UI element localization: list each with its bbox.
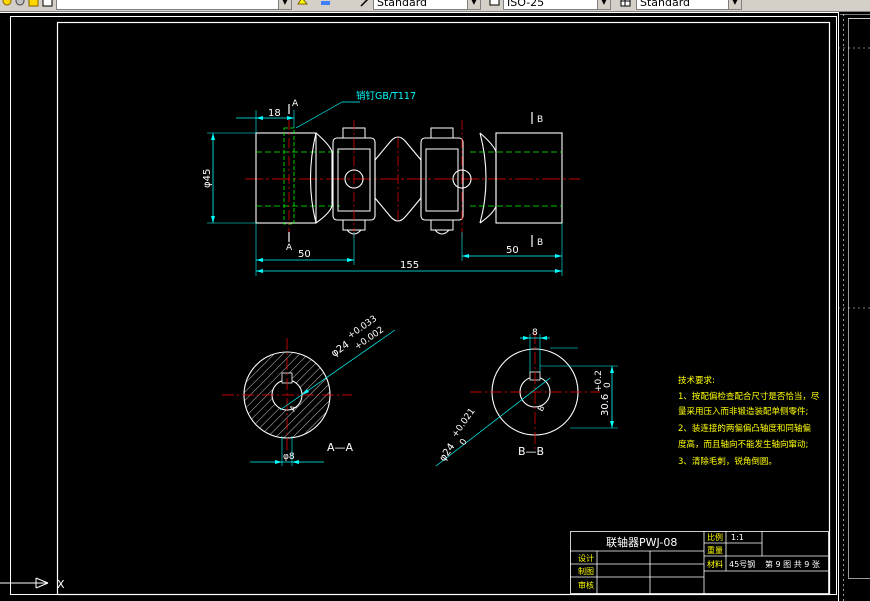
scale-label: 比例 xyxy=(707,532,723,542)
ucs-x-label: X xyxy=(57,578,65,591)
draw-label: 制图 xyxy=(578,566,594,576)
phi24-b-leader xyxy=(435,377,551,467)
dimension-style-combo[interactable]: Standard ▼ xyxy=(373,0,481,10)
notes-title: 技术要求: xyxy=(678,375,715,386)
dim-18-text: 18 xyxy=(268,108,281,119)
key-b-arrows xyxy=(523,336,547,340)
phi24-a-text: φ24 xyxy=(329,339,351,359)
title-block xyxy=(570,531,829,594)
design-label: 设计 xyxy=(578,553,594,563)
notes-line-5: 3、清除毛刺，锐角倒圆。 xyxy=(678,456,777,467)
dimension-style-icon[interactable] xyxy=(360,0,371,7)
paper-right-margin xyxy=(848,18,870,579)
scale-value: ISO-25 xyxy=(507,0,545,9)
phi24-b-tol: +0.021 xyxy=(450,407,477,440)
phi24-a-leader xyxy=(279,329,396,411)
section-bb-label: B—B xyxy=(518,445,544,458)
right-fork-curve xyxy=(479,132,487,224)
check-label: 审核 xyxy=(578,580,594,590)
right-pin-head xyxy=(434,229,450,235)
material-value: 45号钢 xyxy=(729,559,755,569)
key-b-text: 8 xyxy=(532,328,538,338)
sheet-info: 第 9 图 共 9 张 xyxy=(765,559,820,569)
outer-frame xyxy=(10,16,837,595)
phi24-b-tol-low: 0 xyxy=(458,437,470,448)
left-hub xyxy=(255,132,317,224)
table-style-value: Standard xyxy=(640,0,691,9)
notes-line-1: 1、按配偏检查配合尺寸是否恰当，尽 xyxy=(678,391,820,402)
dim-50-left-text: 50 xyxy=(298,249,311,260)
layer-icon[interactable] xyxy=(297,0,308,7)
notes-line-2: 量采用压入而非锻造装配单侧零件; xyxy=(678,406,808,417)
material-label: 材料 xyxy=(707,559,723,569)
technical-notes: 技术要求: 1、按配偏检查配合尺寸是否恰当，尽 量采用压入而非锻造装配单侧零件;… xyxy=(678,375,820,467)
scale-value-text: 1:1 xyxy=(731,533,744,542)
dim-phi45-text: φ45 xyxy=(202,169,213,188)
section-b-b-view: 8 30.6 +0.2 0 φ24 +0.021 0 B B—B xyxy=(435,328,618,467)
right-hub xyxy=(495,132,563,224)
chevron-down-icon[interactable]: ▼ xyxy=(597,0,610,9)
ucs-arrow-icon xyxy=(35,577,49,589)
right-cross-hole xyxy=(452,169,472,189)
chevron-down-icon[interactable]: ▼ xyxy=(278,0,291,9)
open-icon[interactable] xyxy=(15,0,26,7)
text-style-combo[interactable]: ▼ xyxy=(56,0,292,10)
notes-line-4: 度高，而且轴向不能发生轴向窜动; xyxy=(678,439,808,450)
dim-30-6-tol-low: 0 xyxy=(603,382,613,388)
section-aa-label: A—A xyxy=(327,441,354,454)
phi8-text: φ8 xyxy=(283,452,295,462)
weight-label: 重量 xyxy=(707,545,723,555)
drawing-title: 联轴器PWJ-08 xyxy=(606,535,677,549)
chevron-down-icon[interactable]: ▼ xyxy=(467,0,480,9)
dim-155-text: 155 xyxy=(400,260,419,271)
table-style-combo[interactable]: Standard ▼ xyxy=(636,0,742,10)
scale-combo[interactable]: ISO-25 ▼ xyxy=(503,0,611,10)
section-b-inner-mark: B xyxy=(536,404,547,413)
phi24-b-text: φ24 xyxy=(437,442,457,464)
right-yoke-top-pin xyxy=(430,127,454,139)
pin-note-text: 销钉GB/T117 xyxy=(356,90,416,102)
section-b-label-top: B xyxy=(537,115,543,125)
title-block-frame xyxy=(570,531,829,594)
layer-state-icon[interactable] xyxy=(320,0,331,7)
front-view: 18 销钉GB/T117 A A B B φ45 50 50 155 xyxy=(202,90,580,276)
ucs-icon: X xyxy=(0,577,65,591)
phi24-a-arrow xyxy=(302,389,309,395)
save-icon[interactable] xyxy=(28,0,39,7)
section-a-a-view: φ24 +0.033 +0.002 A φ8 A—A xyxy=(222,314,396,466)
dim-30-6-arrows xyxy=(610,366,614,428)
scale-icon[interactable] xyxy=(489,0,500,7)
phi8-arrows xyxy=(275,460,299,464)
right-fork-body xyxy=(479,132,497,224)
left-cross-hole xyxy=(344,169,364,189)
section-a-label-top: A xyxy=(292,99,299,109)
dimension-style-value: Standard xyxy=(377,0,428,9)
section-a-inner-mark: A xyxy=(288,403,299,413)
pin-note-leader xyxy=(295,101,343,129)
text-style-icon[interactable] xyxy=(42,0,53,7)
dim-50-right-text: 50 xyxy=(506,245,519,256)
table-style-icon[interactable] xyxy=(620,0,631,7)
section-a-label-bottom: A xyxy=(286,243,293,253)
right-yoke-inner xyxy=(425,148,459,212)
left-fork-curve xyxy=(309,132,317,224)
inner-frame xyxy=(56,21,831,596)
chevron-down-icon[interactable]: ▼ xyxy=(728,0,741,9)
dim-30-6-text: 30.6 xyxy=(600,394,611,416)
dim-30-6-tol: +0.2 xyxy=(594,370,604,392)
toolbar: 文本 ▼ Standard▼ ISO-25▼ Standard▼ xyxy=(0,0,870,12)
notes-line-3: 2、装连接的两偏偏凸轴度和同轴偏 xyxy=(678,423,811,434)
left-fork-body xyxy=(315,132,333,224)
new-icon[interactable] xyxy=(2,0,13,7)
title-block-text: 联轴器PWJ-08 比例 1:1 重量 材料 45号钢 第 9 图 共 9 张 … xyxy=(578,532,820,590)
section-b-label-bottom: B xyxy=(537,238,543,248)
right-yoke-bottom-pin xyxy=(430,219,454,231)
